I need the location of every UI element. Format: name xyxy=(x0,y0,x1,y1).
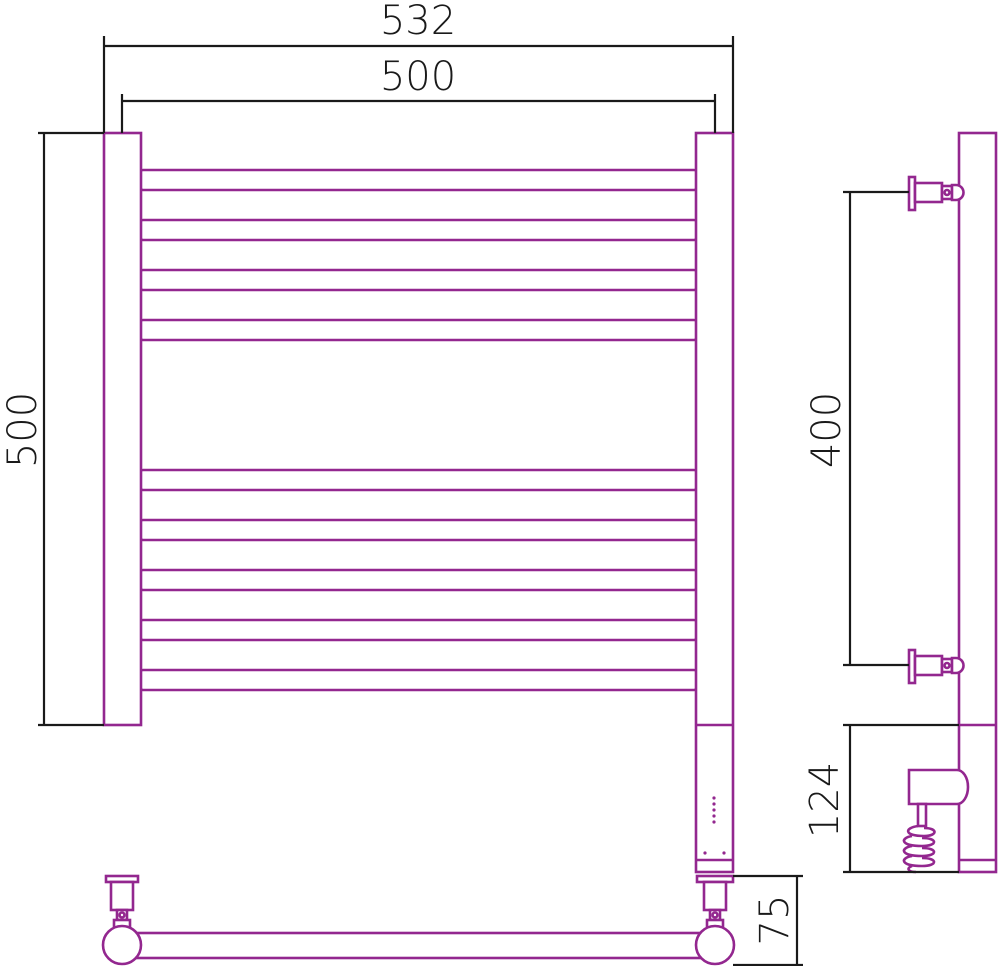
rail-6 xyxy=(135,518,702,542)
rail-1 xyxy=(135,168,702,192)
heater-indicator-dots xyxy=(703,796,726,855)
side-view xyxy=(902,131,998,874)
left-post xyxy=(102,131,143,727)
rail-7 xyxy=(135,568,702,592)
dimension-wall-offset: 75 xyxy=(733,874,803,966)
dimension-height: 500 xyxy=(0,131,104,727)
rail-8 xyxy=(135,618,702,642)
wall-mount-bottom xyxy=(907,648,965,685)
dimension-label-500-height: 500 xyxy=(0,392,46,468)
rail-9 xyxy=(135,668,702,692)
rail-2 xyxy=(135,218,702,242)
bottom-view xyxy=(101,874,736,966)
dimension-mount-spacing: 400 xyxy=(804,190,909,667)
dimension-label-75: 75 xyxy=(752,895,798,946)
right-post xyxy=(694,131,735,874)
wall-mount-top xyxy=(907,175,965,212)
dimension-heater-height: 124 xyxy=(802,723,959,874)
rails xyxy=(135,168,702,692)
dimension-center-width: 500 xyxy=(120,54,717,133)
rail-4 xyxy=(135,318,702,342)
bottom-mount-right xyxy=(694,874,736,966)
front-view xyxy=(102,131,735,874)
heating-element-side xyxy=(902,768,970,874)
dimension-label-532: 532 xyxy=(380,0,456,44)
rail-5 xyxy=(135,468,702,492)
bottom-mount-left xyxy=(101,874,143,966)
dimension-label-124: 124 xyxy=(802,762,848,838)
dimension-label-500-width: 500 xyxy=(380,54,456,100)
rail-3 xyxy=(135,268,702,292)
dimension-overall-width: 532 xyxy=(102,0,735,133)
dimension-label-400: 400 xyxy=(804,392,850,468)
